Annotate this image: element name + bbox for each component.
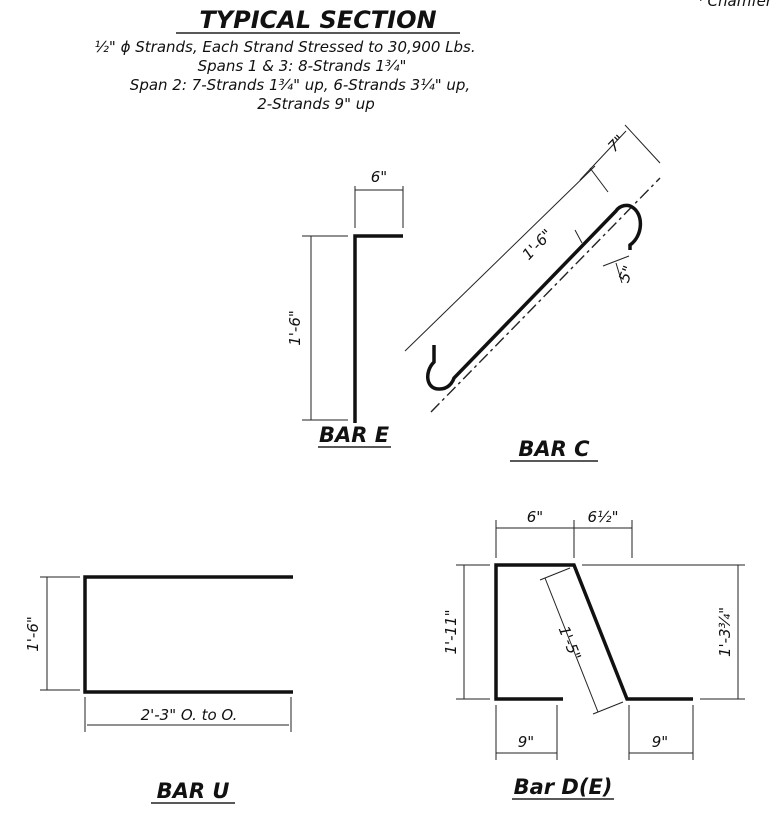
bar-d-bottom-right-label: 9" (652, 733, 668, 751)
strand-note-1: ½" ϕ Strands, Each Strand Stressed to 30… (94, 38, 475, 56)
bar-d-caption: Bar D(E) (514, 775, 613, 799)
strand-note-4: 2-Strands 9" up (257, 95, 375, 113)
bar-c-caption: BAR C (518, 437, 590, 461)
bar-c-end-dim (615, 262, 623, 284)
bar-d-top-right-label: 6½" (588, 508, 619, 526)
bar-c-centerline (430, 177, 661, 413)
bar-d-shape (494, 563, 693, 701)
bar-d-top-left-label: 6" (527, 508, 543, 526)
bar-c-ext-top (624, 124, 661, 164)
bar-d-ext-diag-top (539, 567, 571, 581)
bar-c-end-label: 5" (615, 263, 638, 285)
corner-note: ⁴ Chamfer (697, 0, 773, 10)
bar-c-shape (426, 203, 643, 391)
bar-e: 6" 1'-6" BAR E (286, 168, 404, 448)
bar-c-tick (574, 229, 583, 244)
strand-note-2: Spans 1 & 3: 8-Strands 1¾" (198, 57, 407, 75)
bar-c-length-dim (404, 165, 596, 352)
bar-d-bottom-left-label: 9" (518, 733, 534, 751)
bar-u-shape (83, 575, 293, 694)
bar-d-left-height-label: 1'-11" (442, 609, 460, 654)
bar-c: 1'-6" 7" 5" BAR C (404, 124, 661, 462)
bar-c-ext-mid (589, 167, 609, 193)
bar-e-hook-label: 6" (371, 168, 387, 186)
bar-c-end-ext (602, 255, 630, 267)
bar-e-height-label: 1'-6" (286, 310, 304, 346)
bar-e-shape (353, 234, 403, 423)
bar-u-height-label: 1'-6" (24, 616, 42, 652)
section-title: TYPICAL SECTION (199, 6, 436, 34)
bar-d-diagonal-dim (544, 577, 599, 713)
bar-d-diagonal-label: 1'-5" (555, 623, 585, 663)
bar-d-ext-diag-bottom (592, 701, 624, 715)
bar-c-length-label: 1'-6" (519, 225, 557, 263)
strand-note-3: Span 2: 7-Strands 1¾" up, 6-Strands 3¼" … (130, 76, 470, 94)
bar-d-right-height-label: 1'-3¾" (716, 607, 734, 657)
bar-e-caption: BAR E (319, 423, 390, 447)
bar-c-hook-label: 7" (604, 131, 628, 155)
bar-d: 6" 6½" 1'-11" 1'-3¾" 1'-5" 9" 9" Bar D(E… (442, 508, 745, 800)
bar-c-hook-dim (579, 130, 627, 181)
bar-u-caption: BAR U (157, 779, 230, 803)
bar-u: 1'-6" 2'-3" O. to O. BAR U (24, 575, 293, 804)
bar-u-width-label: 2'-3" O. to O. (141, 706, 238, 724)
